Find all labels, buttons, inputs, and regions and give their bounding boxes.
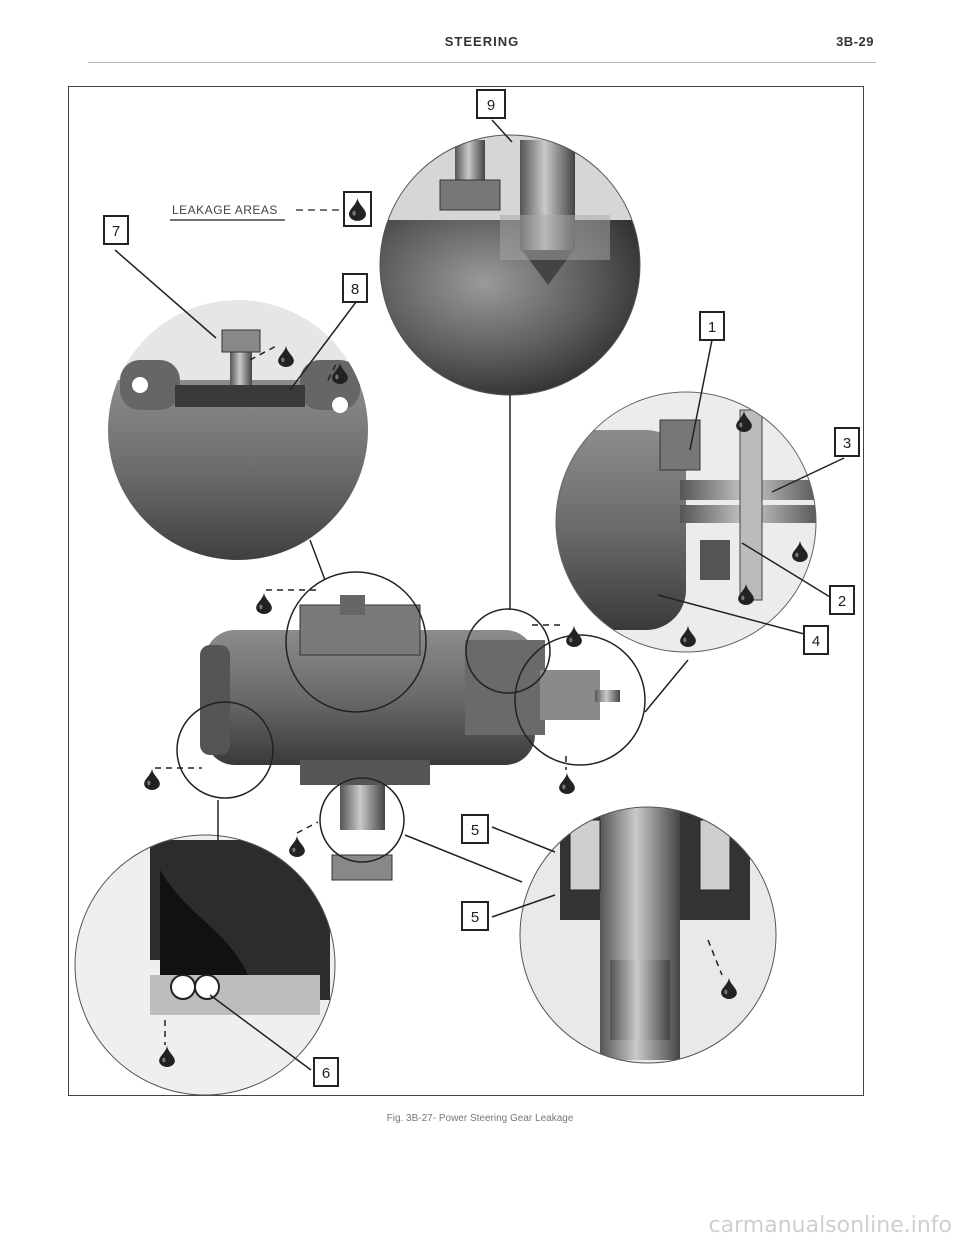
page-header: STEERING 3B-29	[88, 34, 876, 60]
callout-6: 6	[313, 1057, 339, 1087]
figure-frame	[68, 86, 864, 1096]
leader-lines	[114, 119, 845, 1071]
footer-watermark: carmanualsonline.info	[708, 1213, 952, 1238]
callout-1: 1	[699, 311, 725, 341]
highlight-circle-9	[465, 608, 551, 694]
detail-6-view	[74, 834, 336, 1096]
steering-gear-assembly	[200, 595, 620, 881]
svg-text:5: 5	[471, 909, 479, 926]
svg-text:4: 4	[812, 633, 820, 650]
highlight-circle-5	[319, 777, 405, 863]
legend-drop-box	[343, 191, 372, 227]
page-number: 3B-29	[836, 34, 874, 49]
figure-caption: Fig. 3B-27- Power Steering Gear Leakage	[386, 1113, 574, 1124]
callout-5-upper: 5	[461, 814, 489, 844]
highlight-circle-8	[285, 571, 427, 713]
svg-text:6: 6	[322, 1065, 330, 1082]
highlight-circle-1	[514, 634, 646, 766]
detail-7-8-view	[108, 300, 368, 560]
svg-text:3: 3	[843, 435, 851, 452]
callout-5-lower: 5	[461, 901, 489, 931]
svg-text:7: 7	[112, 223, 120, 240]
drop-leaders	[155, 344, 723, 1045]
detail-5-view	[519, 806, 777, 1064]
legend-label: LEAKAGE AREAS	[172, 203, 278, 217]
callout-9: 9	[476, 89, 506, 119]
svg-text:5: 5	[471, 822, 479, 839]
svg-text:8: 8	[351, 281, 359, 298]
svg-text:9: 9	[487, 97, 495, 114]
detail-9-view	[379, 134, 641, 396]
header-title: STEERING	[444, 34, 520, 49]
svg-text:2: 2	[838, 593, 846, 610]
callout-4: 4	[803, 625, 829, 655]
highlight-circle-6	[176, 701, 274, 799]
callout-7: 7	[103, 215, 129, 245]
header-rule	[88, 62, 876, 63]
svg-text:1: 1	[708, 319, 716, 336]
callout-3: 3	[834, 427, 860, 457]
callout-8: 8	[342, 273, 368, 303]
detail-1-4-view	[555, 391, 817, 653]
callout-2: 2	[829, 585, 855, 615]
